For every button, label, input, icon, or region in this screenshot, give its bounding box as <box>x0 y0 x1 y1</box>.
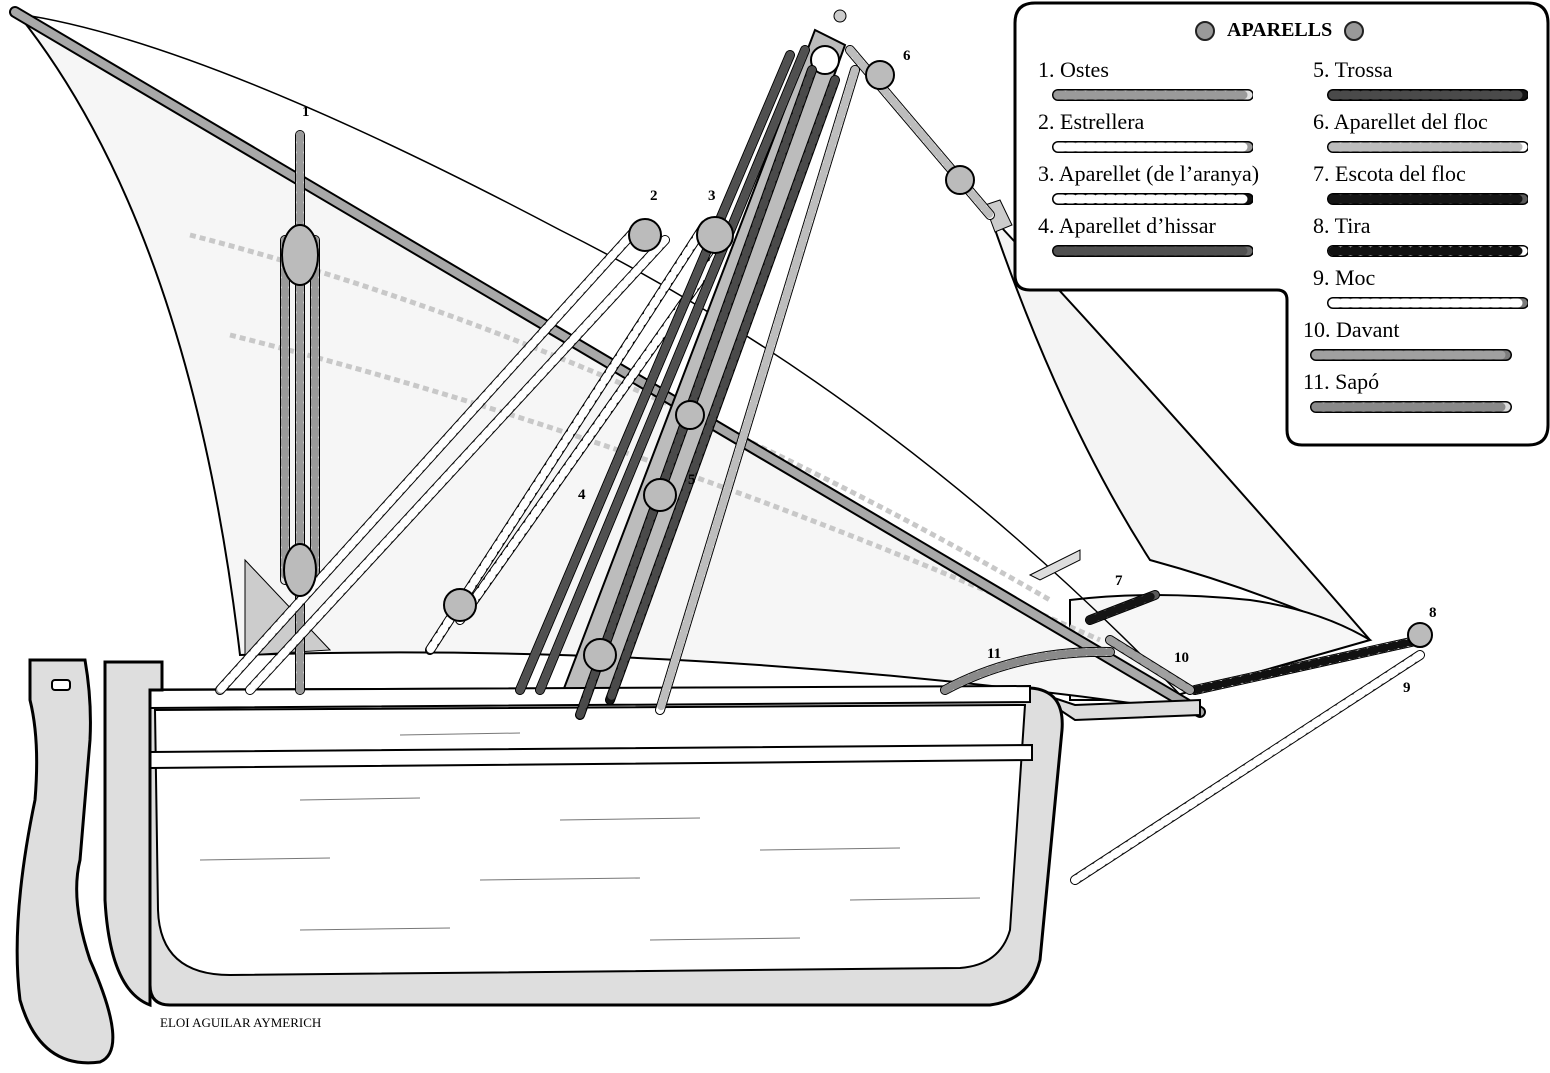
legend-rope-swatch <box>1327 89 1528 101</box>
legend-item-label: 8. Tira <box>1313 213 1371 238</box>
legend-rope-swatch <box>1327 297 1528 309</box>
legend-rope-swatch <box>1327 141 1528 153</box>
legend-item: 1. Ostes <box>1038 58 1253 102</box>
jib-head-patch <box>984 199 1013 233</box>
rope-estrellera <box>215 220 670 695</box>
legend-item: 3. Aparellet (de l’aranya) <box>1038 162 1259 206</box>
rope-davant <box>1105 635 1195 695</box>
rope-trossa <box>575 65 840 720</box>
legend-item-label: 6. Aparellet del floc <box>1313 109 1488 134</box>
sail-second-cloth <box>17 13 1191 706</box>
jib-sail <box>989 214 1371 641</box>
callout-11: 11 <box>987 646 1002 662</box>
stern-post <box>1028 549 1081 581</box>
rope-moc <box>1070 650 1425 885</box>
legend-dot-icon <box>1344 20 1365 41</box>
legend-item-label: 5. Trossa <box>1313 57 1393 82</box>
legend-item-label: 7. Escota del floc <box>1313 161 1466 186</box>
legend-rope-swatch <box>1310 401 1512 413</box>
callout-2: 2 <box>650 188 658 204</box>
blocks <box>281 60 1433 672</box>
legend-title: APARELLS <box>1195 19 1365 42</box>
hull-inner <box>153 703 1027 977</box>
callout-1: 1 <box>302 104 310 120</box>
legend-rope-swatch <box>1327 193 1528 205</box>
legend-item: 9. Moc <box>1313 266 1528 310</box>
legend-item-label: 2. Estrellera <box>1038 109 1145 134</box>
rope-aparellet-hissar <box>515 45 810 695</box>
rope-tira <box>1190 635 1425 695</box>
legend-item: 7. Escota del floc <box>1313 162 1528 206</box>
legend-item: 10. Davant <box>1303 318 1518 362</box>
callout-3: 3 <box>708 188 716 204</box>
legend-item: 2. Estrellera <box>1038 110 1253 154</box>
callout-10: 10 <box>1174 650 1189 666</box>
legend-item-label: 9. Moc <box>1313 265 1376 290</box>
legend-item: 6. Aparellet del floc <box>1313 110 1528 154</box>
legend-item-label: 3. Aparellet (de l’aranya) <box>1038 161 1260 186</box>
legend-rope-swatch <box>1052 141 1253 153</box>
rope-ostes-tackle <box>280 235 320 585</box>
legend-item-label: 1. Ostes <box>1038 57 1109 82</box>
legend-item: 4. Aparellet d’hissar <box>1038 214 1253 258</box>
legend-item: 8. Tira <box>1313 214 1528 258</box>
masthead-sheave <box>810 45 840 75</box>
legend-item-label: 11. Sapó <box>1303 369 1380 394</box>
legend-rope-swatch <box>1052 245 1253 257</box>
bowsprit <box>1029 689 1201 722</box>
legend-dot-icon <box>1195 20 1215 41</box>
legend-item-label: 10. Davant <box>1303 317 1400 342</box>
legend-rope-swatch <box>1327 245 1528 257</box>
rudder-hole <box>51 679 71 691</box>
stern <box>103 660 164 1008</box>
legend-rope-swatch <box>1052 193 1253 205</box>
rope-escota-floc <box>1085 590 1160 625</box>
callout-9: 9 <box>1403 680 1411 696</box>
author-credit: ELOI AGUILAR AYMERICH <box>160 1015 322 1030</box>
legend-box <box>1013 1 1550 447</box>
callout-6: 6 <box>903 48 911 64</box>
callout-5: 5 <box>688 472 696 488</box>
legend-rope-swatch <box>1052 89 1253 101</box>
callout-7: 7 <box>1115 573 1123 589</box>
rudder <box>15 658 115 1065</box>
masthead-knob <box>833 9 847 23</box>
legend-item-label: 4. Aparellet d’hissar <box>1038 213 1216 238</box>
planking-lines <box>199 732 981 941</box>
callout-4: 4 <box>578 487 586 503</box>
rope-sapo <box>940 646 1115 695</box>
legend-item: 11. Sapó <box>1303 370 1518 414</box>
legend-item: 5. Trossa <box>1313 58 1528 102</box>
legend-rope-swatch <box>1310 349 1512 361</box>
callout-8: 8 <box>1429 605 1437 621</box>
